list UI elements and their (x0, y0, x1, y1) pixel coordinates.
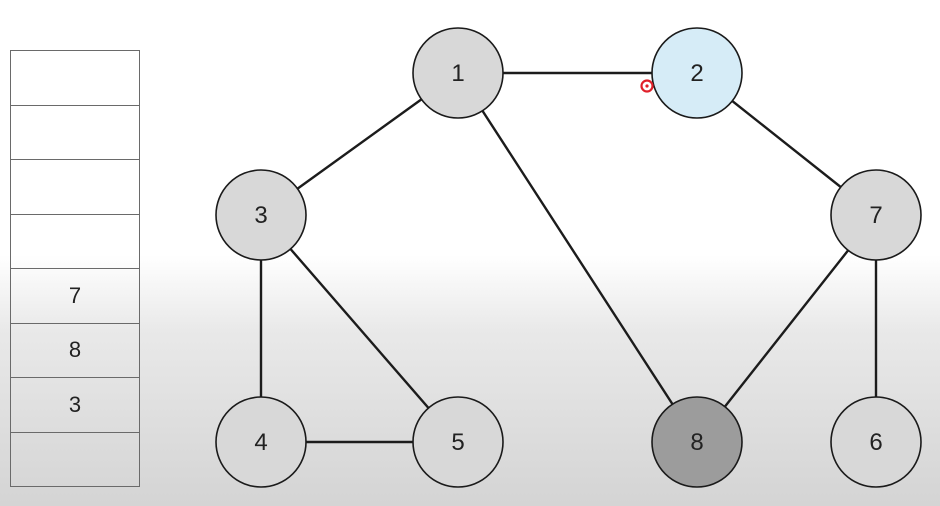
node-circle (215, 169, 307, 261)
stack-cell (11, 51, 139, 106)
node-label: 6 (869, 429, 882, 456)
node-label: 1 (451, 60, 464, 87)
node-circle (830, 396, 922, 488)
stack-cell: 8 (11, 324, 139, 378)
edge-7-8 (695, 213, 878, 444)
stack-cell (11, 160, 139, 215)
node-4: 4 (215, 396, 307, 488)
stack-cell (11, 215, 139, 269)
node-label: 5 (451, 429, 464, 456)
node-5: 5 (412, 396, 504, 488)
node-label: 8 (690, 429, 703, 456)
node-circle (651, 396, 743, 488)
node-label: 3 (254, 202, 267, 229)
cursor-ring (640, 79, 654, 93)
node-circle (412, 27, 504, 119)
node-circle (215, 396, 307, 488)
node-8: 8 (651, 396, 743, 488)
edge-1-8 (456, 71, 699, 444)
graph-nodes: 1 2 3 4 5 6 7 8 (215, 27, 922, 488)
graph-edges (259, 71, 878, 444)
node-7: 7 (830, 169, 922, 261)
node-1: 1 (412, 27, 504, 119)
node-6: 6 (830, 396, 922, 488)
stack-cell (11, 106, 139, 160)
stack-cell: 3 (11, 378, 139, 433)
node-circle (830, 169, 922, 261)
stack-cell: 7 (11, 269, 139, 324)
node-3: 3 (215, 169, 307, 261)
node-label: 2 (690, 60, 703, 87)
node-circle (651, 27, 743, 119)
node-label: 7 (869, 202, 882, 229)
node-label: 4 (254, 429, 267, 456)
cursor-dot (645, 84, 649, 88)
edge-3-5 (259, 213, 460, 444)
stack-table: 7 8 3 (10, 50, 140, 487)
node-2: 2 (651, 27, 743, 119)
pointer-cursor-icon (640, 79, 654, 93)
node-circle (412, 396, 504, 488)
